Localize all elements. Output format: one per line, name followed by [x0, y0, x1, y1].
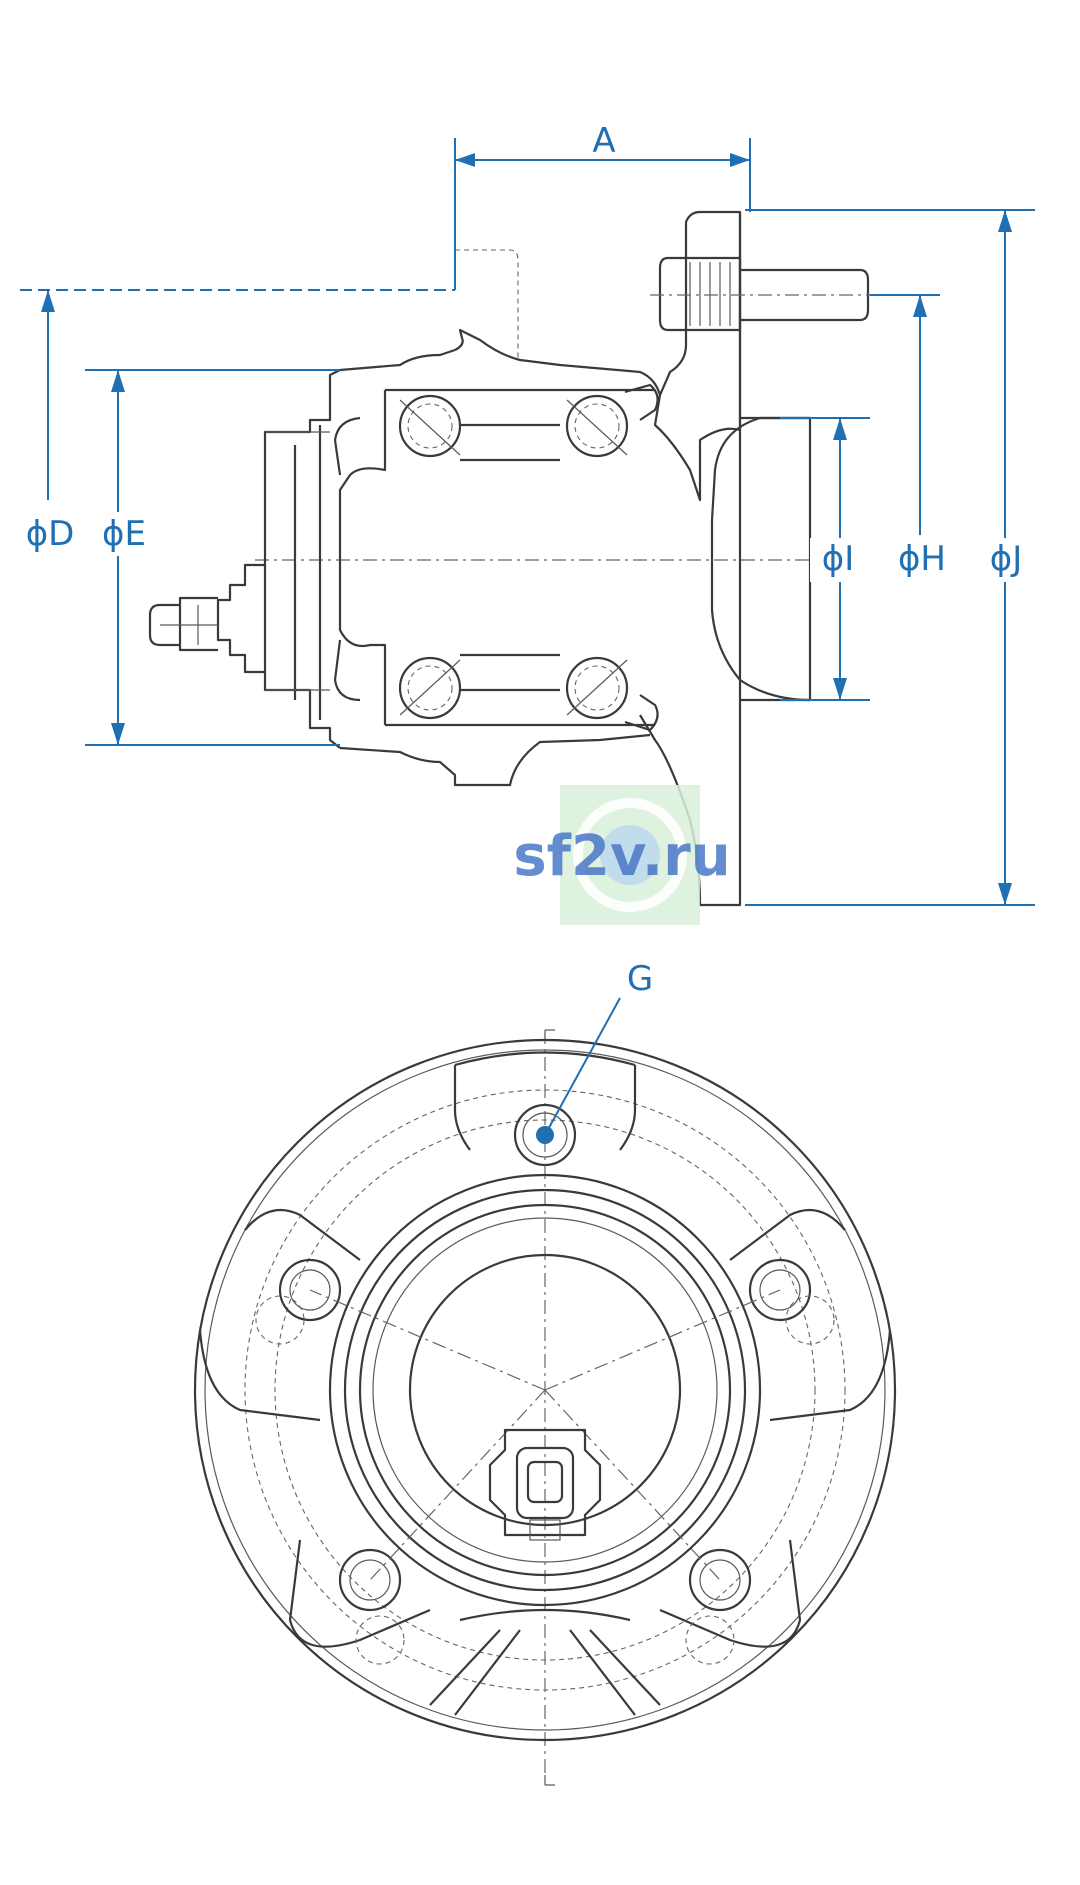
- dimension-A: [454, 138, 751, 290]
- label-E-backing: [98, 512, 158, 556]
- dimension-D: [41, 290, 55, 500]
- hub-ring-4: [372, 1217, 718, 1563]
- mount-lobe-right: [729, 1208, 892, 1422]
- hub-ring-2: [343, 1188, 747, 1592]
- callout-G: [536, 997, 621, 1144]
- outer-ring-bottom: [339, 733, 651, 787]
- section-mark-top: [544, 1029, 555, 1040]
- label-I: ϕI: [822, 539, 854, 579]
- inner-ring: [338, 390, 387, 725]
- lower-web-right: [569, 1629, 661, 1716]
- watermark: sf2v.ru: [513, 785, 731, 925]
- mount-lobe-top: [453, 1051, 637, 1151]
- flange-bore: [710, 416, 811, 702]
- construction-lines: [309, 1289, 781, 1581]
- hub-bore: [408, 1253, 682, 1527]
- bearing-balls: [398, 394, 629, 720]
- watermark-text: sf2v.ru: [513, 824, 730, 889]
- outer-ring-body: [454, 328, 662, 396]
- seal-bottom: [624, 694, 659, 732]
- label-H: ϕH: [898, 539, 946, 579]
- mount-lobe-left: [198, 1208, 361, 1422]
- abs-sensor-connector: [148, 563, 265, 674]
- dimension-E: [111, 370, 125, 745]
- watermark-ring: [573, 798, 687, 912]
- pitch-circle: [244, 1089, 846, 1691]
- inner-spindle: [333, 416, 361, 702]
- wheel-stud: [650, 256, 900, 332]
- side-view: A ϕD ϕE ϕI ϕH: [20, 121, 1037, 907]
- watermark-core: [600, 825, 660, 885]
- callout-G-dot: [536, 1126, 554, 1144]
- label-G: G: [627, 959, 653, 999]
- label-I-backing: [810, 538, 870, 582]
- inner-pitch-circle: [274, 1119, 816, 1661]
- label-E: ϕE: [102, 514, 146, 554]
- outer-ring-top: [339, 348, 456, 372]
- hub-ring-outer: [328, 1173, 762, 1607]
- label-A: A: [592, 121, 615, 161]
- flange-outer-edge: [204, 1049, 886, 1731]
- hidden-outline: [455, 249, 519, 360]
- lower-web-left: [429, 1629, 521, 1716]
- label-J: ϕJ: [990, 539, 1022, 579]
- sensor-connector-front: [488, 1428, 602, 1541]
- seal-top: [624, 383, 659, 421]
- bolt-holes: [255, 1103, 835, 1665]
- sensor-housing: [263, 369, 341, 749]
- flange-outer-circle: [193, 1038, 897, 1742]
- section-mark-bottom: [544, 1775, 555, 1786]
- hub-flange: [653, 210, 742, 502]
- front-view: G: [193, 959, 897, 1786]
- hub-ring-3: [358, 1203, 732, 1577]
- label-J-backing: [975, 538, 1037, 582]
- label-D: ϕD: [26, 514, 75, 554]
- dimension-H: [870, 294, 940, 535]
- lower-web-arc: [459, 1608, 631, 1622]
